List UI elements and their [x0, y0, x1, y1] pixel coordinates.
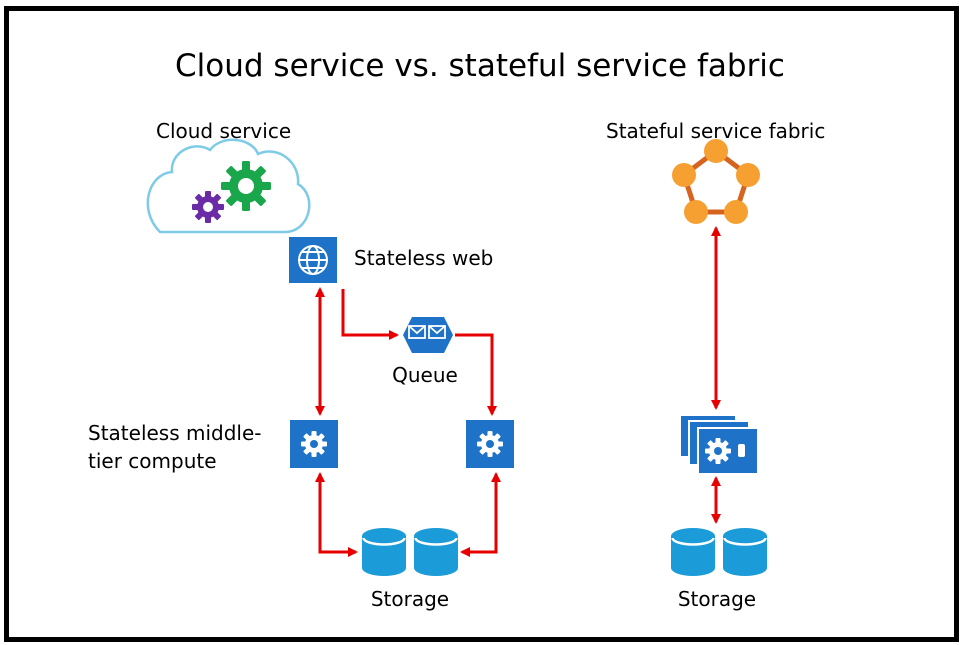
- page-title: Cloud service vs. stateful service fabri…: [175, 48, 785, 84]
- queue-label: Queue: [392, 363, 458, 387]
- database-cylinder-icon: [360, 526, 460, 578]
- stateless-web-label: Stateless web: [354, 246, 493, 270]
- stateful-fabric-heading: Stateful service fabric: [606, 119, 825, 143]
- pentagon-cluster-icon: [672, 139, 760, 224]
- fabric-storage-label: Storage: [678, 587, 756, 611]
- gear-icon: [466, 420, 514, 468]
- stateless-web-node: [289, 237, 337, 283]
- database-cylinder-icon: [669, 526, 769, 578]
- cloud-storage-label: Storage: [371, 587, 449, 611]
- middle-tier-label-line1: Stateless middle-: [88, 421, 262, 445]
- middle-tier-label-line2: tier compute: [88, 449, 217, 473]
- queue-envelope-icon: [403, 317, 453, 353]
- flow-arrows-cloud: [315, 287, 501, 557]
- cloud-service-heading: Cloud service: [156, 119, 291, 143]
- cloud-gears-icon: [146, 138, 311, 234]
- stacked-gear-servers-icon: [679, 414, 759, 475]
- gear-icon: [290, 420, 338, 468]
